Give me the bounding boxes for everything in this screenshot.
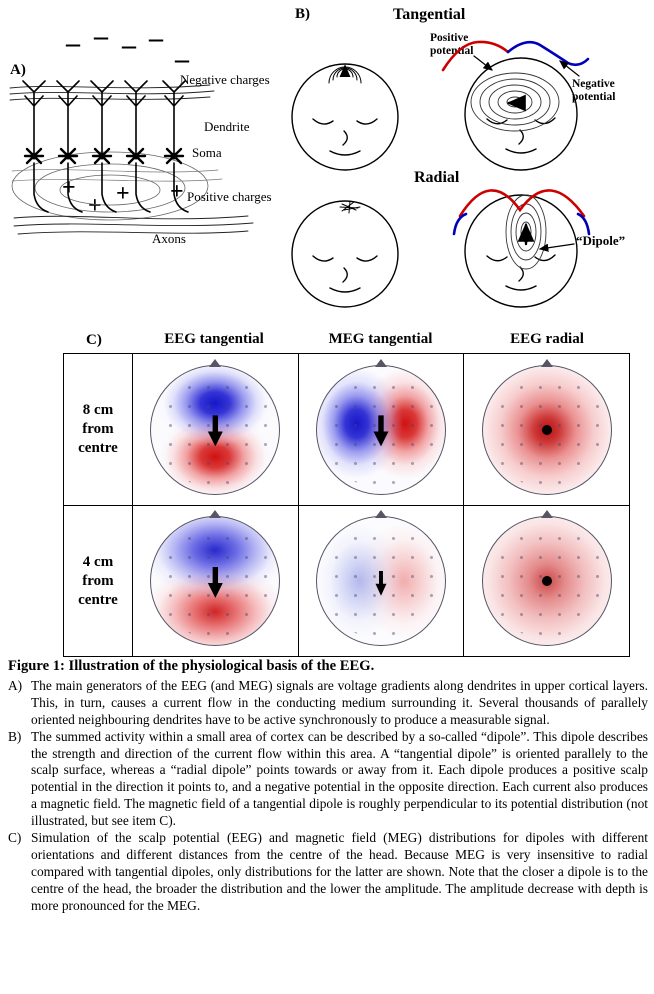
minus-charge-icon: – — [175, 44, 189, 75]
dendrite-label: Dendrite — [204, 119, 250, 134]
radial-positive-curve — [458, 189, 586, 218]
panel-c-label: C) — [86, 332, 102, 348]
panel-a-label: A) — [10, 62, 26, 78]
pyramidal-neurons — [22, 80, 189, 213]
dipole-dot-icon — [541, 424, 552, 435]
minus-charge-icon: – — [122, 30, 136, 61]
positive-charges-label: Positive charges — [187, 189, 272, 204]
positive-potential-curve — [441, 40, 510, 72]
radial-title: Radial — [414, 169, 460, 186]
row-label-4cm: 4 cm from centre — [64, 505, 132, 656]
head-tangential-plain — [291, 63, 399, 171]
neuron-diagram — [9, 80, 254, 235]
minus-charge-icon: – — [66, 28, 80, 59]
radial-negative-curve-left — [452, 212, 468, 236]
dipole-label: “Dipole” — [576, 233, 626, 248]
cell-eeg-radial-4cm — [463, 505, 629, 656]
dipole-arrow-icon — [375, 570, 387, 596]
topomap-table: 8 cm from centre 4 cm from centre — [63, 353, 630, 657]
soma-label: Soma — [192, 145, 222, 160]
cell-meg-tangential-8cm — [297, 354, 464, 505]
tangential-title: Tangential — [393, 6, 466, 23]
axon-lines — [13, 215, 254, 235]
potential-contours — [470, 72, 560, 132]
caption-item-text: Simulation of the scalp potential (EEG) … — [31, 830, 648, 913]
tangential-dipole-ripples — [328, 64, 362, 84]
radial-negative-curve-right — [576, 212, 591, 236]
topomap-eeg-radial-4cm — [481, 516, 612, 646]
cell-meg-tangential-4cm — [297, 505, 464, 656]
negative-charges-label: Negative charges — [180, 72, 270, 87]
caption-title-text: Illustration of the physiological basis … — [64, 658, 375, 674]
radial-dipole-scribble — [339, 200, 361, 214]
cell-eeg-tangential-8cm — [132, 354, 298, 505]
topomap-meg-tangential-8cm — [315, 364, 446, 495]
caption-item-text: The summed activity within a small area … — [31, 728, 648, 829]
negative-potential-curve — [506, 40, 590, 67]
panel-b-label: B) — [295, 6, 310, 22]
caption-item-label: A) — [8, 677, 23, 693]
positive-potential-label: Positive potential — [430, 32, 474, 57]
plus-charge-icon: + — [116, 181, 130, 207]
column-header-meg-tangential: MEG tangential — [328, 331, 433, 347]
head-radial-plain — [291, 200, 399, 308]
topomap-eeg-tangential-8cm — [150, 364, 281, 495]
dipole-label-arrow — [538, 243, 575, 252]
minus-charge-icon: – — [149, 23, 163, 54]
plus-charge-icon: + — [62, 175, 76, 201]
row-label-8cm: 8 cm from centre — [78, 402, 118, 456]
minus-charge-icon: – — [94, 21, 108, 52]
current-field-loops — [11, 151, 209, 221]
caption-item-b: B) The summed activity within a small ar… — [8, 729, 648, 830]
column-header-eeg-radial: EEG radial — [510, 331, 584, 347]
caption-item-text: The main generators of the EEG (and MEG)… — [31, 677, 648, 727]
topomap-eeg-tangential-4cm — [150, 516, 281, 646]
axons-label: Axons — [152, 231, 186, 246]
topomap-eeg-radial-8cm — [481, 364, 612, 495]
caption-item-c: C) Simulation of the scalp potential (EE… — [8, 830, 648, 915]
caption-item-a: A) The main generators of the EEG (and M… — [8, 678, 648, 729]
head-radial-dipole — [452, 189, 591, 308]
panel-b-drawing — [291, 40, 591, 308]
positive-label-arrow — [473, 55, 493, 71]
caption-title: Figure 1: Illustration of the physiologi… — [8, 658, 648, 675]
column-header-eeg-tangential: EEG tangential — [164, 331, 264, 347]
caption-figure-number: Figure 1: — [8, 658, 65, 674]
figure-caption: Figure 1: Illustration of the physiologi… — [8, 658, 648, 915]
topomap-meg-tangential-4cm — [315, 516, 446, 646]
dipole-dot-icon — [541, 576, 552, 586]
head-tangential-potentials — [441, 40, 590, 171]
negative-label-arrow — [559, 60, 580, 77]
caption-item-label: B) — [8, 728, 22, 744]
cell-eeg-radial-8cm — [463, 354, 629, 505]
negative-potential-label: Negative potential — [572, 78, 616, 103]
cell-eeg-tangential-4cm — [132, 505, 298, 656]
caption-item-label: C) — [8, 830, 22, 846]
